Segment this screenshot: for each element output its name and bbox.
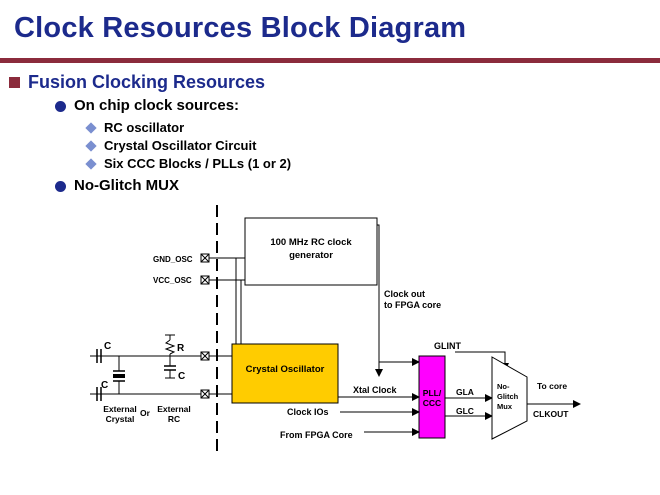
mux-label-1: No- [497, 382, 510, 391]
pll-label-2: CCC [423, 398, 441, 408]
capacitor-icon [96, 387, 102, 401]
ext-rc-label-1: External [157, 404, 191, 414]
crystal-oscillator-label: Crystal Oscillator [246, 364, 325, 375]
rc-clock-out-wire [375, 224, 383, 377]
sub-item-ccc-blocks: Six CCC Blocks / PLLs (1 or 2) [104, 156, 292, 171]
crystal-icon [113, 356, 125, 394]
cap-c-bottom-label: C [101, 380, 108, 391]
glc-label: GLC [456, 406, 474, 416]
round-bullet-icon [55, 101, 66, 112]
capacitor-icon [96, 349, 102, 363]
pll-label-1: PLL/ [423, 388, 442, 398]
capacitor-icon [164, 365, 176, 379]
rc-clock-generator-box [244, 217, 378, 286]
xtal-clock-label: Xtal Clock [353, 385, 398, 395]
vcc-osc-label: VCC_OSC [153, 276, 192, 285]
round-bullet-icon [55, 181, 66, 192]
clock-ios-label: Clock IOs [287, 407, 329, 417]
clkout-label: CLKOUT [533, 409, 569, 419]
mux-label-2: Glitch [497, 392, 519, 401]
crystal-oscillator-box [231, 343, 339, 404]
pad-icon [200, 253, 210, 263]
bullet-on-chip-sources: On chip clock sources: [74, 97, 240, 114]
square-bullet-icon [9, 77, 20, 88]
rc-box-label-2: generator [289, 250, 333, 261]
clock-out-label-2: to FPGA core [384, 300, 441, 310]
title-divider [0, 58, 660, 63]
bullet-no-glitch-mux: No-Glitch MUX [74, 177, 179, 194]
no-glitch-mux-shape [491, 356, 528, 440]
gla-label: GLA [456, 387, 474, 397]
resistor-icon [164, 334, 176, 366]
page-title: Clock Resources Block Diagram [14, 12, 467, 44]
or-label: Or [140, 408, 151, 418]
clock-out-label-1: Clock out [384, 289, 425, 299]
pad-icon [200, 389, 210, 399]
ext-rc-label-2: RC [168, 414, 180, 424]
ext-crystal-label-1: External [103, 404, 137, 414]
bullet-fusion-clocking: Fusion Clocking Resources [28, 72, 266, 92]
gnd-osc-label: GND_OSC [153, 255, 193, 264]
sub-item-crystal-oscillator: Crystal Oscillator Circuit [104, 138, 257, 153]
pad-icon [200, 275, 210, 285]
pad-icon [200, 351, 210, 361]
from-fpga-core-label: From FPGA Core [280, 430, 353, 440]
ext-crystal-label-2: Crystal [106, 414, 135, 424]
cap-c-top-label: C [104, 341, 111, 352]
res-r-label: R [177, 343, 185, 354]
cap-c-rc-label: C [178, 371, 185, 382]
to-core-label: To core [537, 381, 567, 391]
pll-ccc-box [418, 355, 446, 439]
sub-item-rc-oscillator: RC oscillator [104, 120, 185, 135]
glint-label: GLINT [434, 341, 461, 351]
mux-label-3: Mux [497, 402, 513, 411]
rc-box-label-1: 100 MHz RC clock [270, 237, 352, 248]
